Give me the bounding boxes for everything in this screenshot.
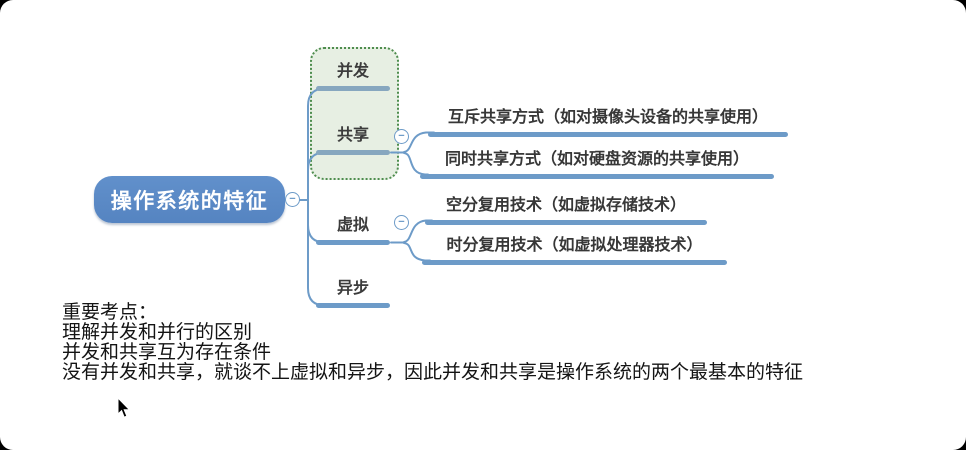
branch-label: 共享	[336, 127, 369, 144]
topic-underline	[316, 150, 390, 155]
branch-topic-virtual[interactable]: 虚拟	[316, 215, 390, 245]
collapse-minus-icon-sharing[interactable]: −	[394, 129, 409, 144]
branch-label: 异步	[336, 280, 369, 297]
mouse-cursor-icon	[117, 398, 131, 418]
branch-topic-sharing[interactable]: 共享	[316, 125, 390, 155]
branch-label: 虚拟	[336, 217, 369, 234]
topic-underline	[316, 240, 390, 245]
child-topic-exclusive-sharing[interactable]: 互斥共享方式（如对摄像头设备的共享使用）	[428, 106, 788, 137]
collapse-minus-icon-virtual[interactable]: −	[394, 215, 409, 230]
child-label: 时分复用技术（如虚拟处理器技术）	[446, 237, 703, 254]
child-label: 空分复用技术（如虚拟存储技术）	[445, 197, 686, 214]
note-line-2: 理解并发和并行的区别	[62, 322, 253, 343]
topic-underline	[420, 174, 774, 179]
child-label: 同时共享方式（如对硬盘资源的共享使用）	[444, 151, 749, 168]
branch-topic-concurrency[interactable]: 并发	[316, 61, 390, 91]
topic-underline	[425, 220, 707, 225]
child-topic-space-multiplexing[interactable]: 空分复用技术（如虚拟存储技术）	[425, 194, 707, 225]
topic-underline	[428, 132, 788, 137]
exam-notes: 重要考点： 理解并发和并行的区别 并发和共享互为存在条件 没有并发和共享，就谈不…	[62, 303, 803, 383]
branch-label: 并发	[336, 63, 369, 80]
root-topic[interactable]: 操作系统的特征	[94, 176, 285, 223]
topic-underline	[316, 303, 390, 308]
child-topic-simultaneous-sharing[interactable]: 同时共享方式（如对硬盘资源的共享使用）	[420, 148, 774, 179]
child-topic-time-multiplexing[interactable]: 时分复用技术（如虚拟处理器技术）	[422, 234, 727, 265]
topic-underline	[316, 86, 390, 91]
topic-underline	[422, 260, 727, 265]
note-line-4: 没有并发和共享，就谈不上虚拟和异步，因此并发和共享是操作系统的两个最基本的特征	[62, 362, 804, 383]
collapse-minus-icon-root[interactable]: −	[285, 192, 300, 207]
note-line-1: 重要考点：	[62, 302, 158, 323]
child-label: 互斥共享方式（如对摄像头设备的共享使用）	[447, 109, 768, 126]
note-line-3: 并发和共享互为存在条件	[62, 342, 272, 363]
